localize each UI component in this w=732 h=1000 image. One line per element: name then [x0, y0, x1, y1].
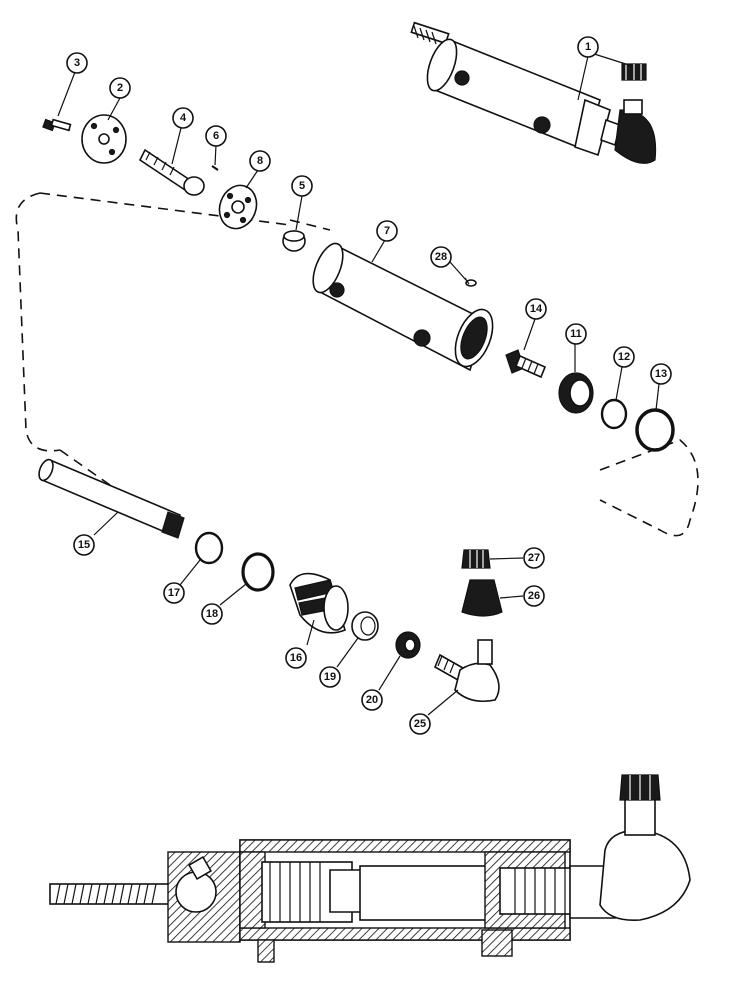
callout-15: 15: [73, 534, 95, 556]
part-25-tie-rod-end: [433, 639, 500, 703]
callout-28: 28: [430, 246, 452, 268]
callout-26: 26: [523, 585, 545, 607]
svg-text:11: 11: [570, 328, 582, 340]
callout-11: 11: [565, 323, 587, 345]
callout-18: 18: [201, 603, 223, 625]
part-7-barrel: [312, 242, 494, 372]
svg-text:13: 13: [655, 368, 667, 380]
svg-text:17: 17: [168, 587, 180, 599]
callout-5: 5: [291, 175, 313, 197]
part-3-screw: [42, 118, 72, 132]
svg-text:8: 8: [257, 155, 263, 167]
part-16-piston: [289, 572, 349, 634]
callout-7: 7: [376, 220, 398, 242]
callout-25: 25: [409, 713, 431, 735]
svg-text:20: 20: [366, 694, 378, 706]
callout-8: 8: [249, 150, 271, 172]
callout-12: 12: [613, 346, 635, 368]
part-2-flange: [81, 114, 127, 164]
callout-4: 4: [172, 107, 194, 129]
svg-text:6: 6: [213, 130, 219, 142]
callout-17: 17: [163, 582, 185, 604]
svg-text:19: 19: [324, 671, 336, 683]
part-14-bolt: [505, 349, 547, 379]
svg-text:1: 1: [585, 41, 591, 53]
svg-text:25: 25: [414, 718, 426, 730]
svg-text:27: 27: [528, 552, 540, 564]
part-19-washer: [351, 611, 379, 641]
callout-19: 19: [319, 666, 341, 688]
svg-text:7: 7: [384, 225, 390, 237]
part-17-ring: [194, 531, 224, 565]
part-18-ring: [241, 552, 275, 592]
callout-3: 3: [66, 52, 88, 74]
svg-text:14: 14: [530, 303, 543, 315]
svg-text:26: 26: [528, 590, 540, 602]
part-28-screw: [464, 277, 477, 287]
part-12-ring: [600, 398, 628, 430]
svg-text:2: 2: [117, 82, 123, 94]
svg-text:28: 28: [435, 251, 447, 263]
callout-16: 16: [285, 647, 307, 669]
svg-text:18: 18: [206, 608, 218, 620]
svg-text:15: 15: [78, 539, 90, 551]
callout-14: 14: [525, 298, 547, 320]
dashed-group-outline: [15, 192, 699, 537]
svg-text:3: 3: [74, 57, 80, 69]
callout-2: 2: [109, 77, 131, 99]
sectional-view: [49, 774, 691, 963]
part-6-pin: [211, 165, 219, 171]
part-11-seal: [558, 372, 594, 414]
part-8-plate: [218, 184, 258, 230]
svg-text:16: 16: [290, 652, 302, 664]
svg-text:4: 4: [180, 112, 187, 124]
part-4-bolt: [138, 148, 205, 196]
part-20-washer: [395, 631, 421, 659]
assembled-cylinder-top: [410, 21, 657, 164]
part-15-rod: [38, 458, 185, 539]
part-27-nut: [461, 549, 491, 569]
callout-1: 1: [577, 36, 599, 58]
part-5-cap: [282, 230, 306, 252]
part-26-boot: [461, 579, 503, 617]
callout-27: 27: [523, 547, 545, 569]
svg-text:5: 5: [299, 180, 305, 192]
callout-6: 6: [205, 125, 227, 147]
svg-text:12: 12: [618, 351, 630, 363]
callout-20: 20: [361, 689, 383, 711]
part-13-ring: [635, 408, 675, 452]
callout-13: 13: [650, 363, 672, 385]
